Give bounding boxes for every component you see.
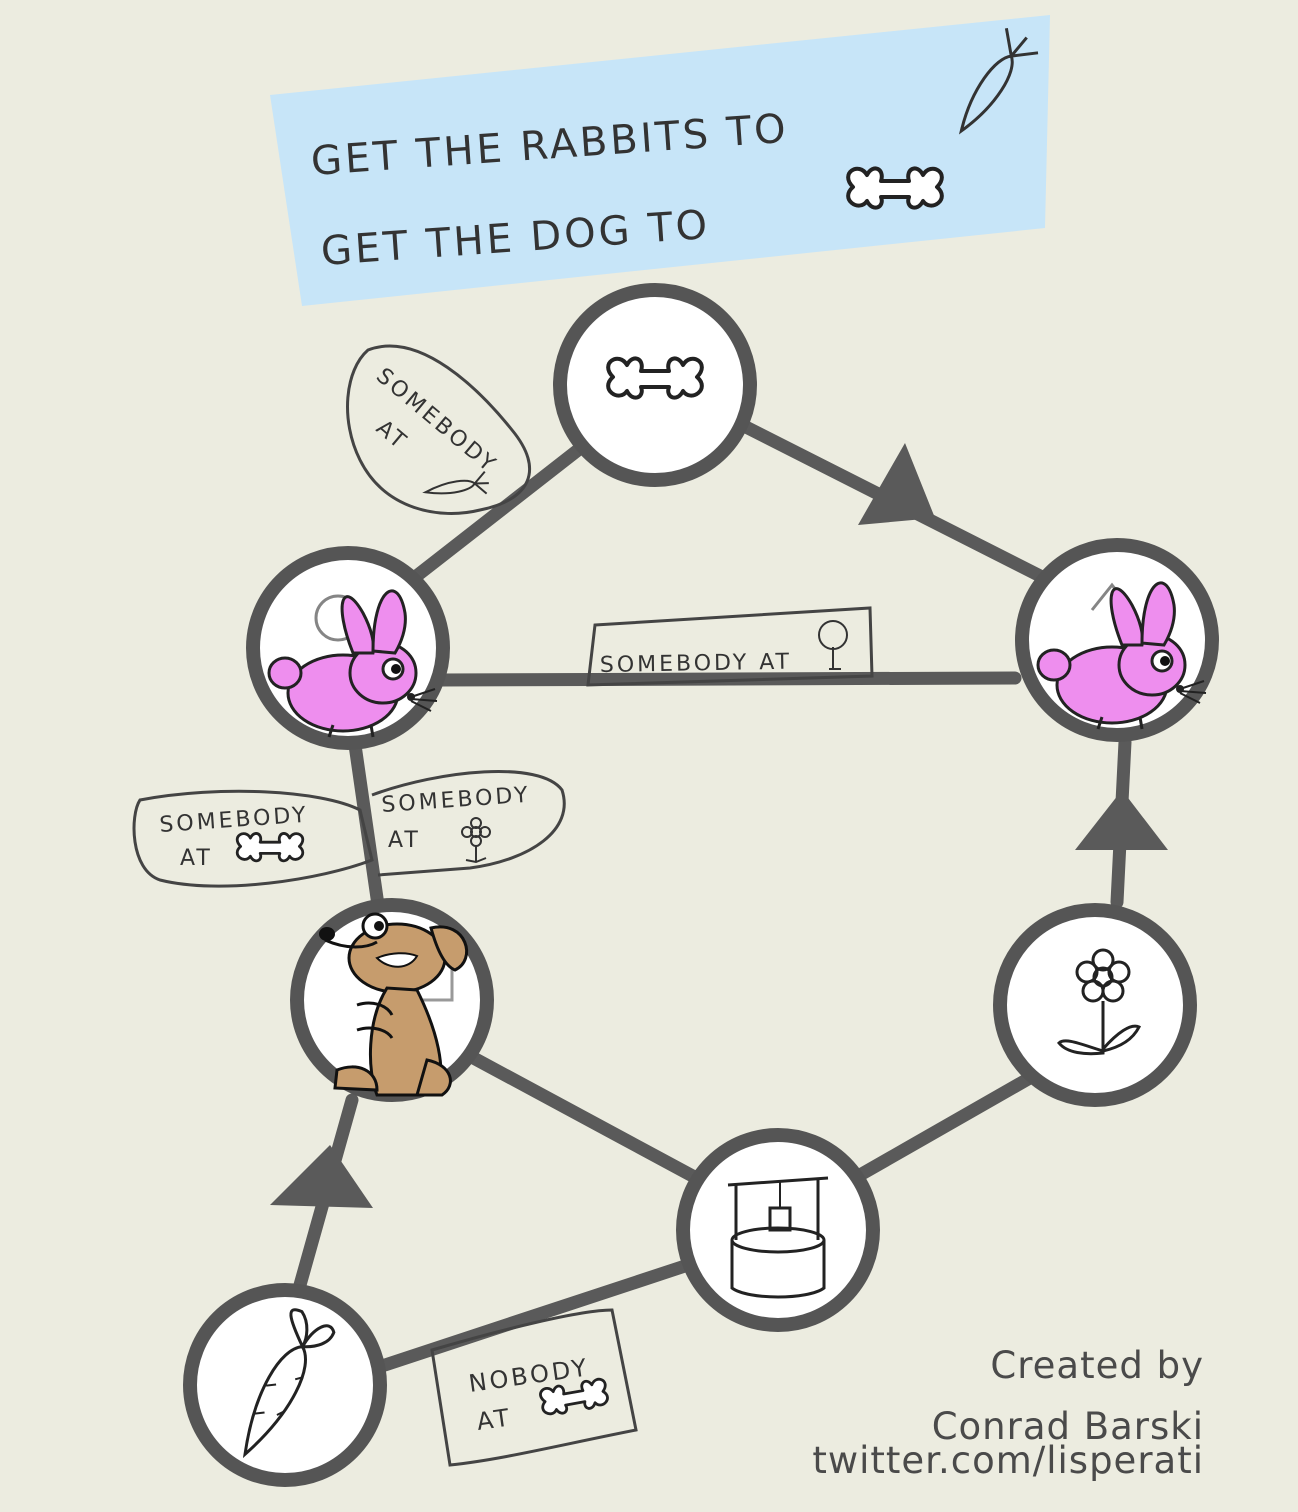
- arrow-icon: [1075, 790, 1168, 850]
- direction-arrows: [270, 443, 1168, 1208]
- bone-icon: [235, 832, 305, 863]
- arrow-icon: [858, 443, 935, 525]
- rule-top-left: SOMEBODY AT: [346, 344, 531, 515]
- arrow-icon: [270, 1145, 373, 1208]
- path-tree-mailbox: [348, 738, 385, 912]
- rule-bottom-line2: AT: [475, 1403, 514, 1436]
- carrot-icon: [422, 470, 489, 495]
- node-carrot[interactable]: [183, 1283, 387, 1487]
- rule-middle: SOMEBODY AT: [586, 606, 874, 687]
- rule-left: SOMEBODY AT SOMEBODY AT: [132, 770, 566, 888]
- rule-left-a-line1: SOMEBODY: [159, 803, 310, 838]
- path-well-flower: [853, 1068, 1042, 1182]
- path-tree-bone: [398, 443, 585, 592]
- carrot-icon: [958, 27, 1039, 135]
- path-tree-house: [433, 671, 1022, 687]
- credit-block: Created by: [990, 1346, 1204, 1386]
- rule-left-b-line2: AT: [388, 828, 421, 853]
- carrot-icon: [242, 1308, 336, 1459]
- credit-author: Conrad Barski: [931, 1405, 1204, 1448]
- path-carrot-well: [378, 1258, 695, 1372]
- rule-left-b-line1: SOMEBODY: [381, 783, 532, 818]
- rule-left-a-line2: AT: [180, 846, 213, 871]
- path-mailbox-well: [461, 1048, 707, 1187]
- flower-icon: [1056, 948, 1142, 1056]
- rule-middle-text: SOMEBODY AT: [600, 650, 793, 678]
- tree-icon: [818, 620, 848, 670]
- node-flower[interactable]: [993, 903, 1197, 1107]
- well-icon: [727, 1176, 829, 1299]
- node-mailbox[interactable]: [290, 898, 494, 1102]
- credit-author-block: Conrad Barski twitter.com/lisperati: [812, 1405, 1204, 1482]
- goal-panel: GET THE RABBITS TO GET THE DOG TO: [270, 15, 1050, 306]
- credit-created-by: Created by: [990, 1344, 1204, 1387]
- node-house[interactable]: [1015, 538, 1219, 742]
- flower-icon: [461, 817, 491, 864]
- rule-top-left-line2: AT: [371, 415, 412, 455]
- node-tree[interactable]: [246, 546, 450, 750]
- credit-twitter-link[interactable]: twitter.com/lisperati: [812, 1439, 1204, 1482]
- node-well[interactable]: [676, 1128, 880, 1332]
- node-bone[interactable]: [553, 283, 757, 487]
- dog-piece[interactable]: [319, 912, 469, 1097]
